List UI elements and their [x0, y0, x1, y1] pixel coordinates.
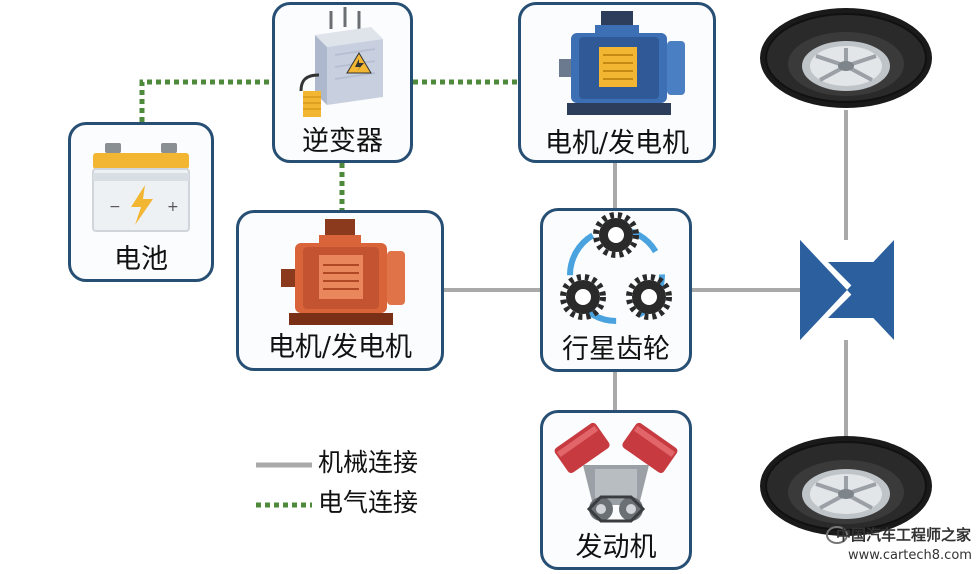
electrical-connections: [139, 79, 518, 210]
inverter-label: 逆变器: [302, 126, 383, 157]
planetary-gear-icon: [560, 212, 672, 324]
motor-generator-top-node: 电机/发电机: [518, 2, 716, 163]
watermark-text: 中国汽车工程师之家: [836, 526, 972, 544]
battery-label: 电池: [114, 244, 168, 275]
engine-icon: [554, 422, 678, 523]
planetary-gear-label: 行星齿轮: [562, 334, 670, 365]
differential-icon: [800, 240, 894, 340]
legend-mechanical-label: 机械连接: [318, 448, 419, 477]
planetary-gear-node: 行星齿轮: [540, 208, 692, 372]
battery-node: − + 电池: [68, 122, 214, 282]
legend-mechanical-swatch: [256, 462, 312, 468]
elec-link-battery-inverter: [139, 79, 272, 122]
wheel-bottom: [760, 436, 932, 536]
motor-generator-left-label: 电机/发电机: [267, 332, 413, 363]
legend-electrical-label: 电气连接: [318, 488, 419, 517]
engine-label: 发动机: [575, 532, 657, 563]
orange-motor-icon: [281, 219, 405, 325]
engine-node: 发动机: [540, 410, 692, 570]
legend-electrical-swatch: [256, 502, 312, 508]
battery-icon: − +: [92, 143, 190, 232]
inverter-icon: [299, 7, 383, 117]
legend: 机械连接 电气连接: [256, 446, 496, 526]
motor-generator-left-node: 电机/发电机: [236, 210, 444, 371]
svg-text:−: −: [109, 199, 121, 215]
inverter-node: 逆变器: [272, 2, 413, 163]
wheel-top: [760, 8, 932, 108]
blue-motor-icon: [559, 11, 685, 115]
watermark-url: www.cartech8.com: [848, 548, 972, 563]
motor-generator-top-label: 电机/发电机: [544, 128, 690, 159]
watermark-logo-icon: [826, 526, 848, 544]
svg-text:+: +: [167, 199, 179, 215]
